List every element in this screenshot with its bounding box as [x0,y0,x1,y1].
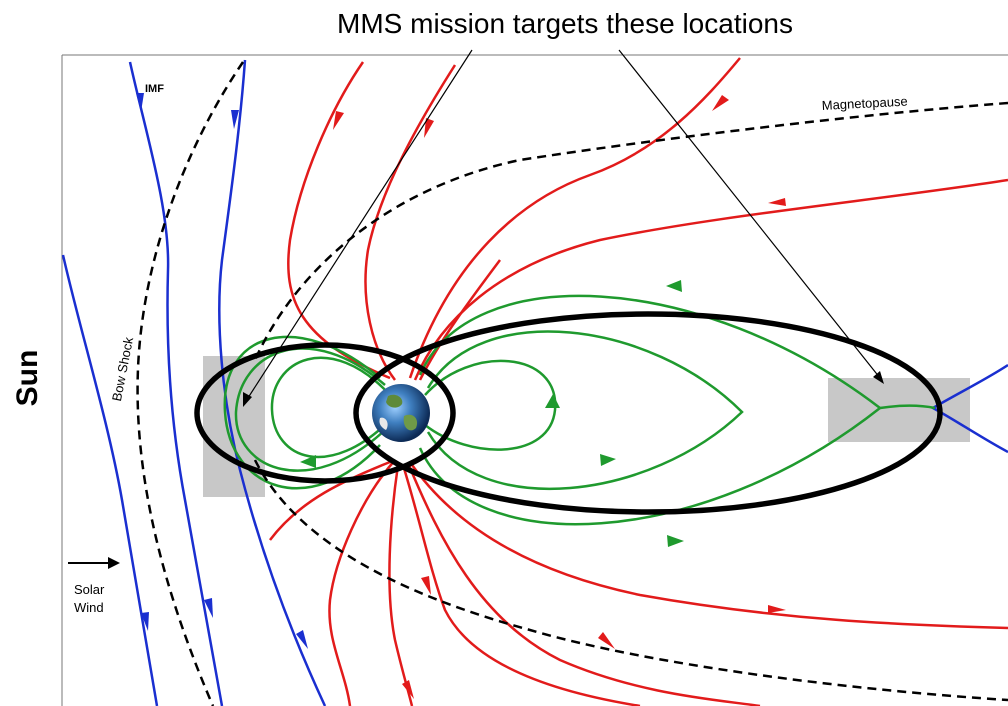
mms-orbit-nightside [353,311,943,515]
green-arrow-1 [666,280,682,292]
red-arrow-6 [402,680,414,699]
magnetosphere-arrowheads [333,95,786,699]
nightside-target-region [828,378,970,442]
green-loop-inner-day [270,356,391,459]
green-arrow-2 [545,394,560,408]
imf-arrowheads [136,93,308,649]
red-line-s6 [269,460,391,541]
red-line-s5 [406,462,761,706]
red-arrow-1 [333,111,344,130]
green-loop-inner-night [424,359,557,451]
bow-shock-label: Bow Shock [109,335,136,402]
closed-field-lines [223,294,936,526]
green-loop-tail-top [879,404,936,410]
pointer-line-1 [245,49,473,402]
imf-line-1 [61,254,159,706]
mms-orbit-dayside [194,342,456,484]
green-arrow-4 [667,535,684,547]
imf-label: IMF [145,83,164,95]
imf-line-2 [128,61,224,706]
imf-arrow-2 [231,110,239,129]
pointer-arrow-1 [243,392,252,407]
imf-line-3 [218,59,327,706]
solar-wind-label-line2: Wind [74,600,104,615]
pointer-arrow-2 [873,371,884,384]
magnetopause-boundary-north [253,101,1008,361]
title-pointers [243,49,884,407]
magnetopause-label: Magnetopause [821,94,908,113]
earth-icon [372,384,430,442]
closed-field-arrowheads [300,280,684,547]
red-line-s1 [328,459,396,706]
red-line-s3 [401,464,641,706]
red-line-s2 [388,464,414,706]
bow-shock-boundary [136,61,245,706]
red-line-s4 [408,461,1008,630]
red-arrow-4 [768,198,786,206]
red-line-n4 [413,178,1008,381]
diagram-title: MMS mission targets these locations [337,8,793,39]
diagram-frame [61,54,1008,706]
imf-arrow-3 [141,612,149,631]
green-loop-outer-day [223,335,381,490]
imf-arrow-4 [204,598,213,618]
mms-orbits [194,311,943,515]
boundaries [136,61,1008,706]
green-loop-mid-night [426,330,744,491]
red-arrow-2 [424,118,434,138]
magnetopause-boundary-south [253,459,1008,702]
red-arrow-8 [598,632,615,649]
imf-arrow-1 [136,93,144,112]
imf-arrow-5 [296,630,308,649]
solar-wind-arrow-icon [68,557,120,569]
magnetosphere-field-lines [269,57,1008,706]
red-line-n3 [408,57,741,379]
green-arrow-5 [600,454,616,466]
solar-wind-label-line1: Solar [74,582,105,597]
red-arrow-5 [421,576,431,595]
pointer-line-2 [618,49,881,379]
red-line-n2 [364,64,457,381]
red-line-n5 [418,259,502,381]
red-arrow-3 [712,95,729,111]
red-arrow-7 [768,605,786,613]
green-arrow-3 [300,455,316,468]
green-loop-mid-day [234,347,386,472]
sun-label: Sun [11,350,44,407]
